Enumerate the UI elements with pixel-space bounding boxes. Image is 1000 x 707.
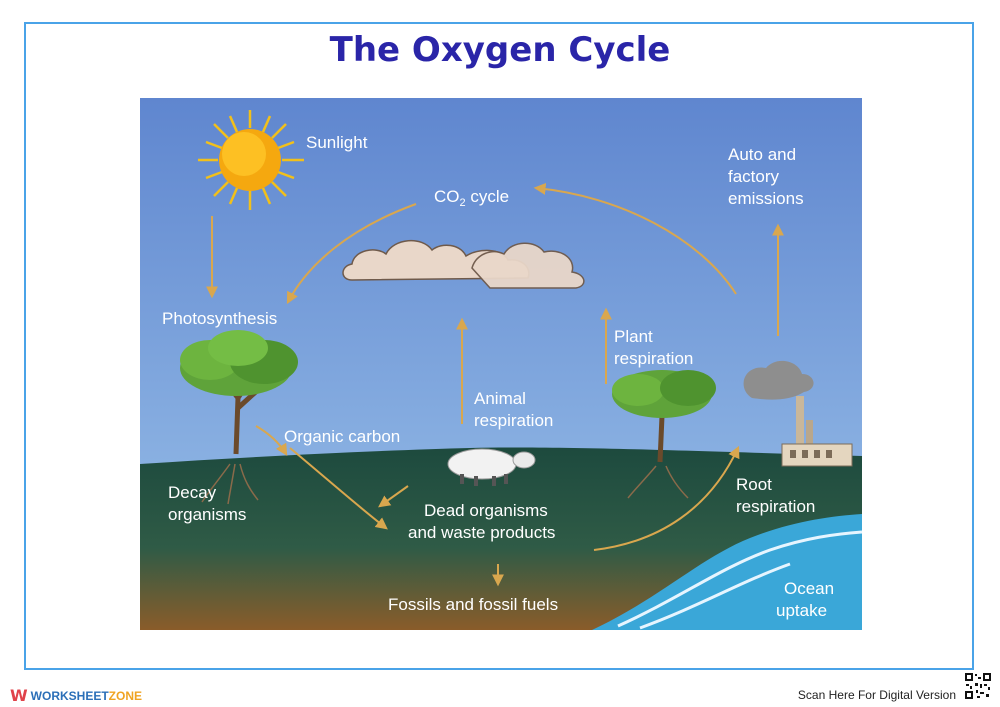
label-decay-line2: organisms bbox=[168, 505, 246, 524]
label-animal-respiration-line2: respiration bbox=[474, 411, 553, 430]
label-dead-organisms-line2: and waste products bbox=[408, 523, 555, 542]
oxygen-cycle-diagram: Sunlight CO2 cycle Auto and factory emis… bbox=[140, 98, 862, 630]
logo-text-accent: ZONE bbox=[108, 688, 142, 703]
label-co2-suffix: cycle bbox=[466, 187, 509, 206]
factory-icon bbox=[743, 360, 853, 467]
label-co2-prefix: CO bbox=[434, 187, 460, 206]
label-plant-respiration-line1: Plant bbox=[614, 327, 653, 346]
ocean-waves bbox=[617, 530, 862, 630]
label-root-respiration-line2: respiration bbox=[736, 497, 815, 516]
qr-code-icon[interactable] bbox=[964, 672, 992, 700]
label-ocean-uptake-line1: Ocean bbox=[784, 579, 834, 598]
label-decay-line1: Decay bbox=[168, 483, 217, 502]
label-root-respiration-line1: Root bbox=[736, 475, 772, 494]
label-dead-organisms-line1: Dead organisms bbox=[424, 501, 548, 520]
label-photosynthesis: Photosynthesis bbox=[162, 309, 277, 328]
label-co2-cycle: CO2 cycle bbox=[434, 187, 509, 209]
arrow-co2-to-photosynthesis bbox=[286, 203, 417, 305]
arrow-dead-to-root bbox=[593, 445, 740, 551]
label-organic-carbon: Organic carbon bbox=[284, 427, 400, 446]
label-auto-emissions-line1: Auto and bbox=[728, 145, 796, 164]
label-co2-subscript: 2 bbox=[460, 197, 466, 209]
page-frame bbox=[24, 22, 974, 670]
label-plant-respiration-line2: respiration bbox=[614, 349, 693, 368]
logo-text-main: WORKSHEET bbox=[30, 688, 109, 703]
label-animal-respiration-line1: Animal bbox=[474, 389, 526, 408]
arrow-organic-carbon-to-dead bbox=[289, 447, 388, 530]
label-sunlight: Sunlight bbox=[306, 133, 368, 152]
label-fossils: Fossils and fossil fuels bbox=[388, 595, 558, 614]
scan-prompt: Scan Here For Digital Version bbox=[797, 688, 956, 702]
label-auto-emissions-line3: emissions bbox=[728, 189, 804, 208]
arrow-decay-to-organic bbox=[255, 425, 288, 457]
cloud-icon-back bbox=[471, 242, 585, 289]
label-ocean-uptake-line2: uptake bbox=[776, 601, 827, 620]
sun-icon bbox=[198, 110, 304, 210]
tree-icon bbox=[180, 330, 298, 505]
arrow-emissions-to-co2 bbox=[533, 182, 737, 295]
arrow-sheep-to-dead bbox=[378, 485, 409, 508]
page-title: The Oxygen Cycle bbox=[329, 30, 671, 70]
tree-icon bbox=[612, 370, 716, 499]
sheep-icon bbox=[447, 448, 536, 486]
label-auto-emissions-line2: factory bbox=[728, 167, 780, 186]
worksheetzone-logo-icon: W bbox=[10, 686, 28, 705]
